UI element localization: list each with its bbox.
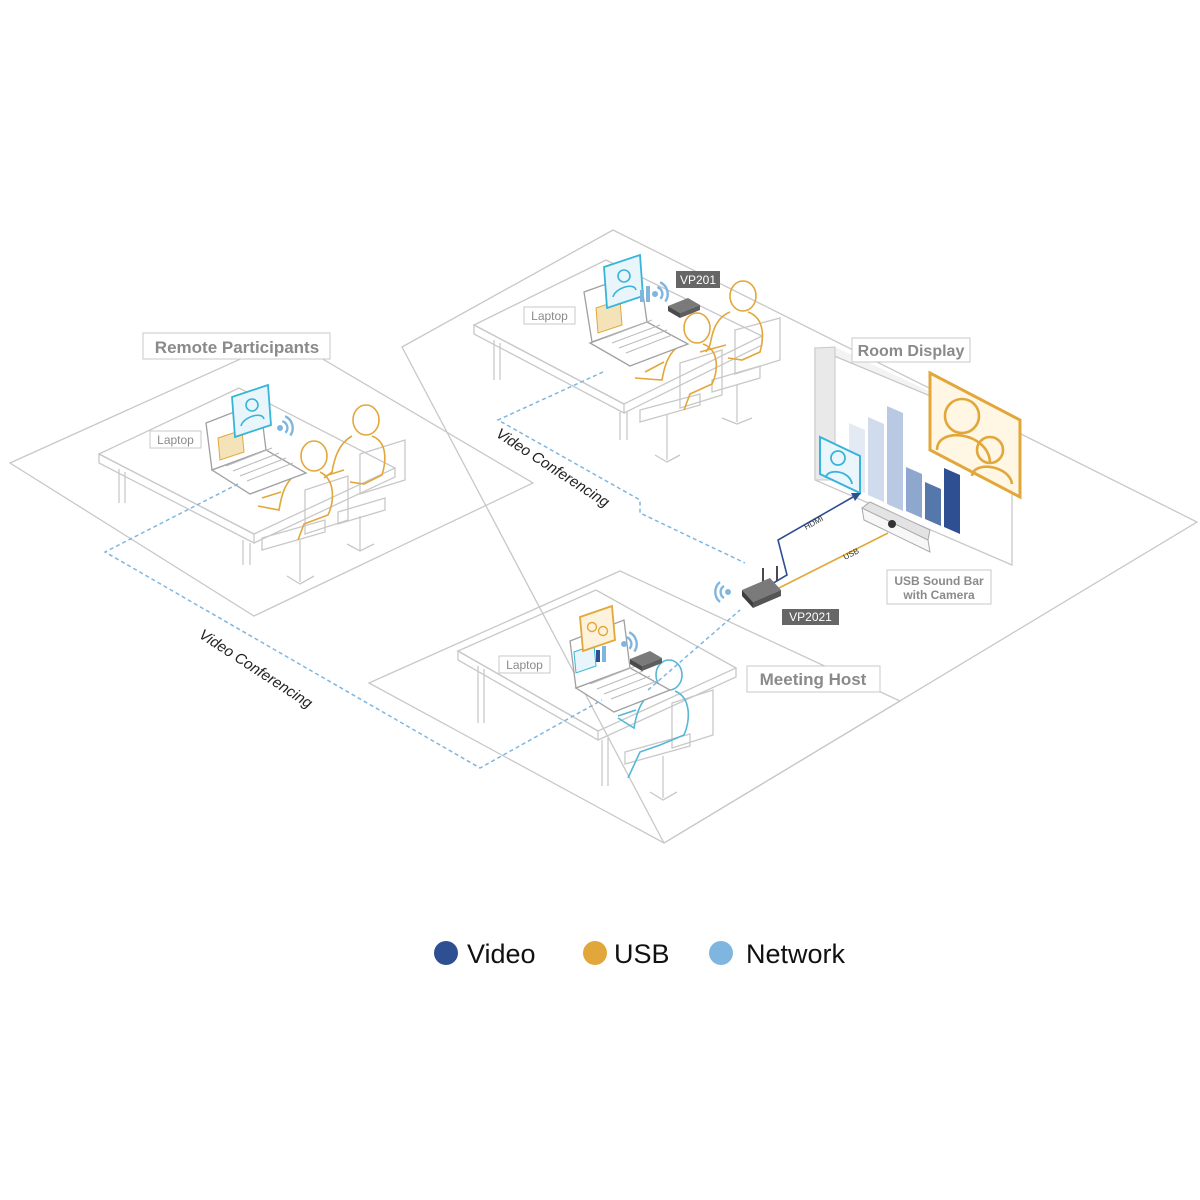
laptop-label-host-text: Laptop xyxy=(506,658,543,672)
chair-icon xyxy=(624,689,714,801)
wifi-icon xyxy=(714,580,732,604)
sound-bar-icon xyxy=(861,501,931,553)
vp201-label: VP201 xyxy=(676,271,720,288)
chair-icon xyxy=(639,317,781,463)
legend-label-video: Video xyxy=(467,939,536,969)
vp2021-device-icon xyxy=(742,566,781,608)
legend-item-video: Video xyxy=(434,939,536,969)
vp2021-label: VP2021 xyxy=(782,609,839,625)
router-icon xyxy=(630,651,662,671)
meeting-host-text: Meeting Host xyxy=(760,670,867,689)
legend-label-network: Network xyxy=(746,939,846,969)
person-icon xyxy=(257,404,386,541)
chair-icon xyxy=(261,439,406,585)
laptop-label-remote: Laptop xyxy=(149,430,202,449)
hdmi-cable xyxy=(769,493,861,586)
legend-item-network: Network xyxy=(709,939,846,969)
wifi-icon xyxy=(273,413,297,440)
floor-plane-room xyxy=(401,229,1199,844)
sound-bar-text-line2: with Camera xyxy=(902,588,975,602)
laptop-icon xyxy=(205,383,308,495)
laptop-label-room: Laptop xyxy=(523,306,576,325)
usb-cable xyxy=(774,532,889,591)
remote-participants-text: Remote Participants xyxy=(155,338,319,357)
sound-bar-text-line1: USB Sound Bar xyxy=(894,574,984,588)
wifi-icon xyxy=(648,279,672,306)
legend-dot-usb xyxy=(583,941,607,965)
remote-participants-label: Remote Participants xyxy=(142,332,331,360)
room-display-text: Room Display xyxy=(858,343,965,360)
laptop-icon xyxy=(583,253,690,367)
vp201-text: VP201 xyxy=(680,273,716,287)
legend-dot-network xyxy=(709,941,733,965)
laptop-icon xyxy=(569,604,672,713)
meeting-host-label: Meeting Host xyxy=(746,665,881,693)
table-host xyxy=(456,589,738,786)
laptop-label-room-text: Laptop xyxy=(531,309,568,323)
vp2021-text: VP2021 xyxy=(789,610,832,624)
usb-sound-bar-label: USB Sound Bar with Camera xyxy=(886,569,992,605)
laptop-label-host: Laptop xyxy=(498,655,551,674)
laptop-label-remote-text: Laptop xyxy=(157,433,194,447)
network-links xyxy=(103,371,746,769)
legend-dot-video xyxy=(434,941,458,965)
floor-plane-remote xyxy=(8,337,535,617)
display-video-feed-participants xyxy=(928,370,1022,500)
display-video-feed-remote xyxy=(819,435,861,495)
hdmi-cable-label: HDMI xyxy=(803,514,825,532)
router-icon xyxy=(668,298,700,318)
legend-label-usb: USB xyxy=(614,939,670,969)
room-display-label: Room Display xyxy=(851,337,971,363)
legend-item-usb: USB xyxy=(583,939,670,969)
video-conferencing-label-top: Video Conferencing xyxy=(493,425,613,511)
table-remote xyxy=(97,387,397,565)
floor-plane-host xyxy=(367,570,902,844)
legend: Video USB Network xyxy=(434,939,846,969)
